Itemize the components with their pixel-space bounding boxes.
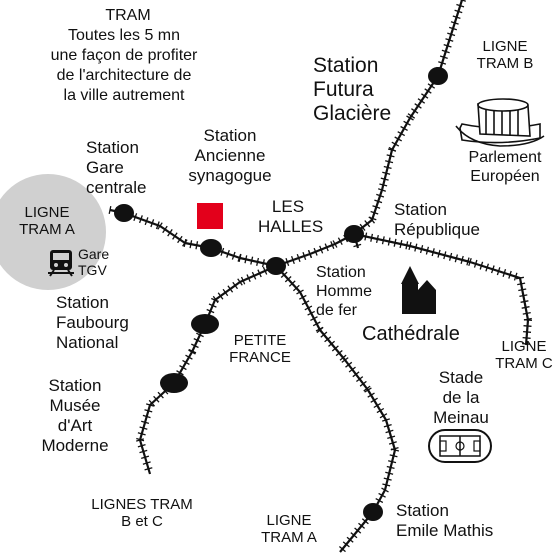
landmark-label-gare-tgv: Gare TGV — [78, 246, 110, 278]
stop-dot-homme-de-fer[interactable] — [266, 257, 286, 275]
line-label-tram-c: LIGNE TRAM C — [495, 338, 553, 372]
station-label-gare-centrale[interactable]: Station Gare centrale — [86, 138, 147, 197]
cathedral-icon — [401, 266, 436, 314]
station-label-homme-de-fer[interactable]: Station Homme de fer — [316, 264, 373, 319]
stop-dot-ancienne-synagogue[interactable] — [200, 239, 222, 257]
station-label-emile-mathis[interactable]: Station Emile Mathis — [396, 501, 494, 540]
tgv-area-circle — [0, 174, 106, 290]
synagogue-marker-icon — [197, 203, 223, 229]
line-label-trams-b-c: LIGNES TRAM B et C — [91, 496, 193, 530]
station-label-petite-france[interactable]: PETITE FRANCE — [229, 332, 291, 366]
stop-dot-musee-art-moderne[interactable] — [160, 373, 188, 393]
station-label-futura-glaciere[interactable]: Station Futura Glacière — [313, 54, 392, 125]
stop-dot-gare-centrale[interactable] — [114, 204, 134, 222]
station-label-les-halles[interactable]: LES HALLES — [258, 197, 324, 236]
landmark-label-stade: Stade de la Meinau — [433, 368, 489, 427]
line-label-tram-b: LIGNE TRAM B — [476, 38, 534, 72]
line-label-tram-a-bottom: LIGNE TRAM A — [261, 512, 317, 546]
stop-dot-emile-mathis[interactable] — [363, 503, 383, 521]
station-label-musee-art-moderne[interactable]: Station Musée d'Art Moderne — [41, 376, 109, 455]
station-label-ancienne-synagogue[interactable]: Station Ancienne synagogue — [188, 126, 272, 185]
landmark-label-parlement: Parlement Européen — [468, 149, 542, 185]
station-label-republique[interactable]: Station République — [394, 200, 481, 239]
stop-dot-faubourg-national[interactable] — [191, 314, 219, 334]
line-label-tram-a-left: LIGNE TRAM A — [19, 204, 75, 238]
parliament-building-icon — [455, 98, 545, 147]
train-icon — [48, 250, 74, 277]
landmark-label-cathedrale: Cathédrale — [362, 323, 460, 345]
intro-title: TRAM — [105, 7, 151, 24]
stop-dot-republique[interactable] — [344, 225, 364, 243]
intro-text: Toutes les 5 mn une façon de profiter de… — [50, 27, 198, 104]
stadium-icon — [428, 429, 492, 463]
station-label-faubourg-national[interactable]: Station Faubourg National — [56, 293, 129, 352]
stop-dot-futura-glaciere[interactable] — [428, 67, 448, 85]
